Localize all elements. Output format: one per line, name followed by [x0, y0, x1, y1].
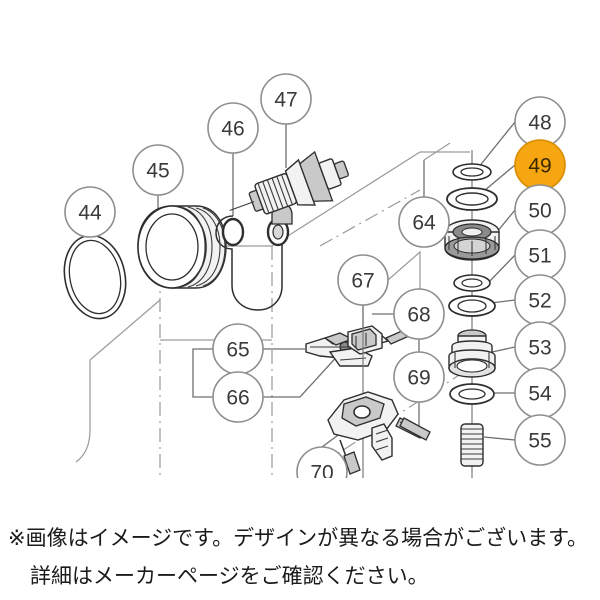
guide-diagonal-aux — [319, 189, 421, 247]
callout-66[interactable]: 66 — [212, 371, 264, 423]
callout-45[interactable]: 45 — [132, 144, 184, 196]
part-washer-51 — [453, 274, 491, 292]
callout-54[interactable]: 54 — [514, 367, 566, 419]
disclaimer-note: ※画像はイメージです。デザインが異なる場合がございます。 詳細はメーカーページを… — [0, 478, 600, 600]
callout-47[interactable]: 47 — [260, 73, 312, 125]
callout-69[interactable]: 69 — [393, 351, 445, 403]
callout-55[interactable]: 55 — [514, 414, 566, 466]
leader-65-66-bracket — [192, 348, 213, 398]
callout-52-label: 52 — [528, 290, 551, 313]
diagram-canvas: 44 45 46 47 48 — [63, 73, 566, 479]
part-washer-49 — [446, 187, 498, 211]
leader-55 — [483, 436, 516, 441]
callout-48-label: 48 — [528, 112, 551, 135]
callout-51[interactable]: 51 — [514, 229, 566, 281]
leader-51 — [487, 254, 516, 284]
callout-45-label: 45 — [146, 160, 169, 183]
callout-group: 44 45 46 47 48 — [64, 73, 566, 479]
callout-70[interactable]: 70 — [296, 446, 348, 479]
guide-diagonal-upper — [271, 151, 421, 247]
leader-53 — [491, 346, 516, 353]
callout-64-label: 64 — [412, 212, 436, 235]
callout-65[interactable]: 65 — [212, 323, 264, 375]
spark-plug-threads — [257, 174, 293, 214]
callout-68-label: 68 — [407, 304, 430, 327]
leader-48 — [477, 121, 516, 169]
callout-64[interactable]: 64 — [398, 196, 450, 248]
callout-53[interactable]: 53 — [514, 321, 566, 373]
disclaimer-line-1: ※画像はイメージです。デザインが異なる場合がございます。 — [8, 526, 588, 550]
part-washer-48 — [452, 163, 492, 181]
part-oring-44 — [63, 234, 127, 320]
part-washer-52 — [448, 295, 496, 317]
callout-70-label: 70 — [310, 462, 333, 479]
callout-67[interactable]: 67 — [337, 254, 389, 306]
callout-50[interactable]: 50 — [514, 184, 566, 236]
callout-46-label: 46 — [221, 118, 244, 141]
callout-49-label: 49 — [528, 155, 551, 178]
guide-left-diagonal — [89, 299, 161, 361]
callout-55-label: 55 — [528, 430, 551, 453]
callout-48[interactable]: 48 — [514, 96, 566, 148]
callout-46[interactable]: 46 — [207, 102, 259, 154]
callout-51-label: 51 — [528, 245, 551, 268]
callout-68[interactable]: 68 — [393, 288, 445, 340]
part-bearing-50 — [444, 219, 500, 261]
part-spring-55 — [460, 423, 484, 467]
part-clip-46 — [215, 203, 293, 311]
part-rod-lower-right — [399, 417, 431, 441]
callout-52[interactable]: 52 — [514, 274, 566, 326]
callout-67-label: 67 — [351, 270, 374, 293]
callout-50-label: 50 — [528, 200, 551, 223]
part-housing-70 — [327, 391, 399, 475]
guide-left-arc — [75, 360, 91, 463]
disclaimer-line-2: 詳細はメーカーページをご確認ください。 — [30, 564, 429, 588]
part-cap-67 — [347, 300, 383, 478]
callout-65-label: 65 — [226, 339, 249, 362]
callout-66-label: 66 — [226, 387, 249, 410]
callout-44[interactable]: 44 — [64, 186, 116, 238]
callout-47-label: 47 — [274, 89, 297, 112]
part-washer-54 — [449, 383, 495, 405]
part-bracket-64 — [423, 142, 451, 161]
part-spark-plug-47 — [229, 150, 349, 215]
part-valve-body-53 — [448, 329, 496, 378]
callout-49[interactable]: 49 — [514, 139, 566, 191]
callout-69-label: 69 — [407, 367, 430, 390]
callout-53-label: 53 — [528, 337, 551, 360]
callout-44-label: 44 — [78, 202, 102, 225]
exploded-diagram: 44 45 46 47 48 — [63, 73, 566, 479]
callout-54-label: 54 — [528, 383, 552, 406]
part-cylinder-45 — [137, 205, 227, 289]
